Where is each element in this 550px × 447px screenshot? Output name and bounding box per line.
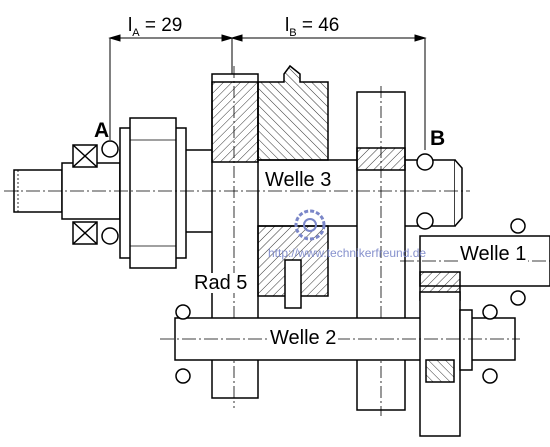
bearing-a	[72, 140, 119, 245]
la-subscript: A	[132, 26, 140, 39]
rad5-label: Rad 5	[192, 272, 250, 294]
bearing-b	[416, 153, 434, 230]
welle3-label: Welle 3	[263, 169, 334, 191]
la-value: = 29	[139, 15, 183, 36]
coupling-hub	[119, 117, 187, 269]
la-symbol: l	[128, 15, 133, 36]
lb-symbol: l	[285, 15, 290, 36]
bearing-a-label: A	[94, 119, 110, 142]
watermark-url: http://www.technikerfreund.de	[268, 246, 427, 260]
lb-value: = 46	[296, 15, 340, 36]
watermark-logo-icon	[294, 209, 326, 241]
welle2-label: Welle 2	[268, 327, 339, 349]
bearing-b-label: B	[430, 127, 446, 150]
welle1-label: Welle 1	[458, 243, 529, 265]
dimension-lines	[108, 34, 427, 150]
dimension-la-label: lA = 29	[128, 16, 182, 39]
dimension-lb-label: lB = 46	[285, 16, 339, 39]
lb-subscript: B	[289, 26, 297, 39]
